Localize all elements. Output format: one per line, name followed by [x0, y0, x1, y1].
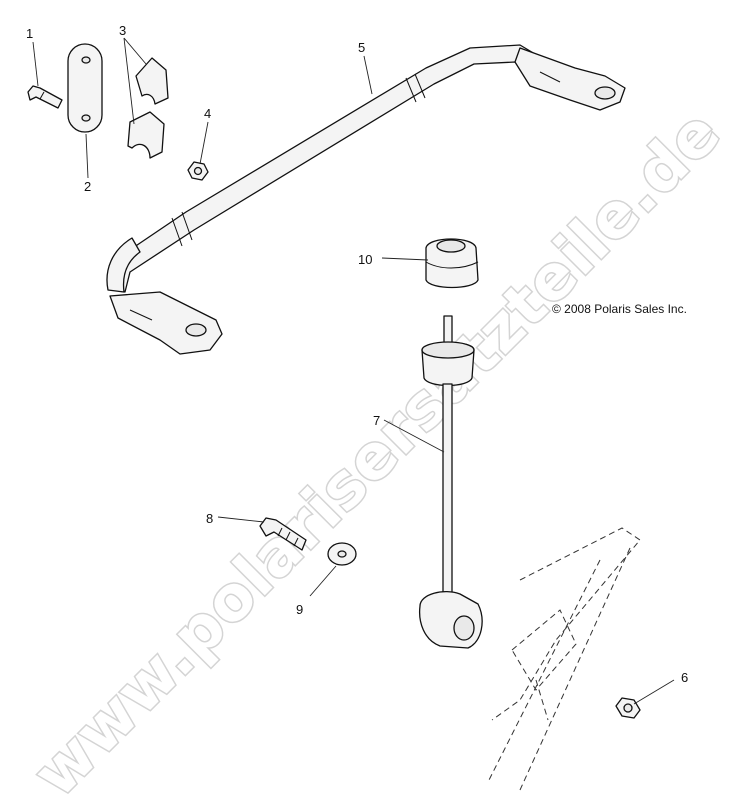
bushing-part-10[interactable]	[425, 238, 479, 289]
bushing-halves-part-3[interactable]	[127, 57, 169, 159]
callout-8: 8	[206, 511, 213, 526]
callout-5: 5	[358, 40, 365, 55]
stabilizer-link-part-7[interactable]	[418, 315, 483, 649]
copyright-text: © 2008 Polaris Sales Inc.	[552, 302, 687, 316]
callout-7: 7	[373, 413, 380, 428]
callout-4: 4	[204, 106, 211, 121]
nut-part-4[interactable]	[187, 161, 209, 181]
callout-6: 6	[681, 670, 688, 685]
callout-2: 2	[84, 179, 91, 194]
callout-10: 10	[358, 252, 372, 267]
flange-nut-part-6[interactable]	[615, 697, 641, 719]
callout-9: 9	[296, 602, 303, 617]
stabilizer-bar[interactable]	[106, 44, 626, 355]
leader-lines	[32, 37, 675, 705]
clamp-plate-part-2[interactable]	[67, 43, 103, 133]
frame-reference	[487, 527, 641, 791]
callout-numbers: 1 2 3 4 5 6 7 8 9 10	[26, 23, 688, 685]
callout-3: 3	[119, 23, 126, 38]
callout-1: 1	[26, 26, 33, 41]
bolt-part-1[interactable]	[27, 85, 63, 109]
bolt-part-8[interactable]	[259, 517, 307, 551]
washer-part-9[interactable]	[327, 542, 357, 566]
